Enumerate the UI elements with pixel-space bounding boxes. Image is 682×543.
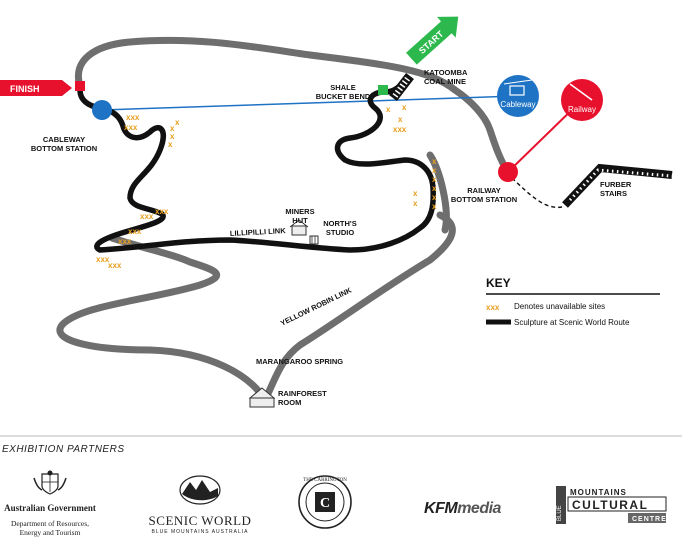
carrington-name: THE CARRINGTON [303,478,347,483]
railway-bottom-station-label-1: RAILWAY [467,186,500,195]
norths-studio-label-1: NORTH'S [323,219,356,228]
unavailable-marker: xxx [155,207,169,216]
rainforest-room-icon [248,387,276,408]
miners-hut-label-2: HUT [292,216,308,225]
the-carrington-logo: C THE CARRINGTON [290,472,360,532]
unavailable-marker: x [413,189,418,198]
unavailable-marker: x [386,105,391,114]
map-key: KEY xxx Denotes unavailable sites Sculpt… [486,276,660,327]
cableway-badge: Cableway [497,75,539,117]
katoomba-coal-mine-label-2: COAL MINE [424,77,466,86]
unavailable-marker: x [170,124,175,133]
unavailable-marker: x [432,166,437,175]
start-marker [378,85,388,95]
carrington-emblem-icon: C THE CARRINGTON [298,475,352,529]
rainforest-room-label-1: RAINFOREST [278,389,327,398]
unavailable-marker: x [432,157,437,166]
unavailable-marker: x [432,193,437,202]
bmcc-blue: BLUE [557,505,563,521]
railway-badge-label: Railway [568,105,596,114]
lillipilli-link-label: LILLIPILLI LINK [230,226,287,238]
kfm-media-logo: KFMmedia [405,500,520,518]
coat-of-arms-icon [33,470,67,495]
unavailable-marker: xxx [393,125,407,134]
railway-badge: Railway [561,79,603,121]
miners-hut-icon [289,219,309,236]
scenic-world-name: SCENIC WORLD [148,513,252,528]
bmcc-centre: CENTRE [632,516,667,523]
unavailable-marker: x [432,202,437,211]
bmcc-cultural: CULTURAL [572,498,648,512]
blue-mountains-cultural-centre-logo: BLUE MOUNTAINS CULTURAL CENTRE [556,486,668,524]
unavailable-marker: x [175,118,180,127]
key-unavailable-label: Denotes unavailable sites [514,302,605,311]
unavailable-marker: x [413,199,418,208]
unavailable-marker: xxx [140,212,154,221]
rainforest-room-label-2: ROOM [278,398,301,407]
finish-label: FINISH [10,84,40,94]
railway-bottom-station-label-2: BOTTOM STATION [451,195,517,204]
gov-department-2: Energy and Tourism [19,528,81,537]
australian-government-logo: Australian Government Department of Reso… [0,470,100,537]
cableway-bottom-station-label-1: CABLEWAY [43,135,85,144]
svg-text:C: C [320,496,330,511]
media-part: media [457,500,501,517]
norths-studio-label-2: STUDIO [326,228,355,237]
cableway-badge-label: Cableway [500,100,535,109]
unavailable-marker: x [432,175,437,184]
norths-studio-icon [309,235,319,245]
exhibition-partners-title: EXHIBITION PARTNERS [2,444,125,455]
unavailable-marker: x [168,140,173,149]
shale-bucket-bend-label-2: BUCKET BEND [316,92,371,101]
unavailable-marker: xxx [124,123,138,132]
unavailable-marker: xxx [96,255,110,264]
scenic-world-tagline: BLUE MOUNTAINS AUSTRALIA [151,529,249,535]
gov-department-1: Department of Resources, [10,519,90,528]
cableway-bottom-station-label-2: BOTTOM STATION [31,144,97,153]
unavailable-marker: x [432,184,437,193]
sculpture-route [77,77,436,253]
unavailable-marker: x [402,103,407,112]
unavailable-marker: x [398,115,403,124]
walking-paths [56,36,512,404]
scenic-world-logo: SCENIC WORLD BLUE MOUNTAINS AUSTRALIA [140,474,260,535]
unavailable-marker: xxx [128,227,142,236]
shale-bucket-bend-label-1: SHALE [330,83,355,92]
cableway-line [101,95,519,111]
unavailable-markers: xxx xxx x x x x xxx xxx xxx xxx xxx xxx … [96,103,437,270]
cableway-bottom-station-marker [92,100,112,120]
furber-stairs-label-2: STAIRS [600,189,627,198]
unavailable-marker: x [170,132,175,141]
unavailable-marker: xxx [108,261,122,270]
railway-bottom-station-marker [498,162,518,182]
scenic-world-emblem-icon [179,475,221,505]
key-route-label: Sculpture at Scenic World Route [514,318,630,327]
gov-name: Australian Government [4,503,96,513]
furber-stairs-label-1: FURBER [600,180,632,189]
finish-arrow [0,80,72,96]
bmcc-mountains: MOUNTAINS [570,488,627,497]
unavailable-marker: xxx [118,237,132,246]
start-arrow: START [406,16,459,65]
unavailable-marker: xxx [126,113,140,122]
key-title: KEY [486,276,511,290]
miners-hut-label-1: MINERS [285,207,314,216]
kfm-part: KFM [424,500,458,517]
scenic-world-map: FINISH START Cableway Railway xxx xxx x … [0,16,682,437]
furber-dashed-link [511,177,563,209]
finish-marker [75,81,85,91]
marangaroo-spring-label: MARANGAROO SPRING [256,357,343,366]
katoomba-coal-mine-label-1: KATOOMBA [424,68,468,77]
key-unavailable-symbol: xxx [486,303,500,312]
